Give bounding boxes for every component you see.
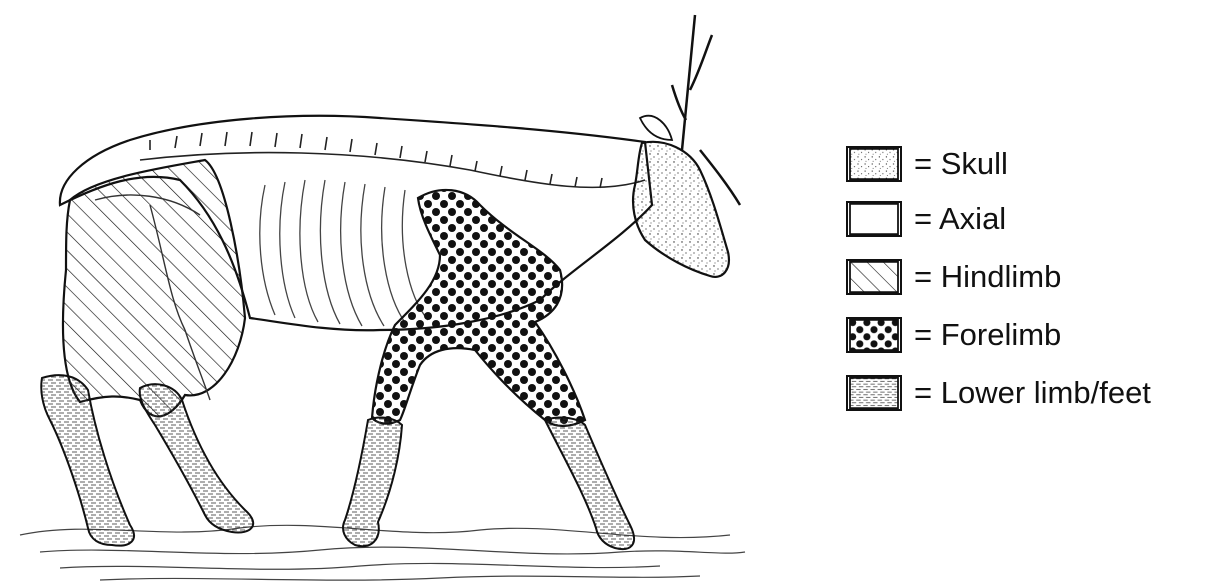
legend-item-lower-limb-feet: = Lower limb/feet bbox=[846, 371, 1151, 415]
axial-swatch bbox=[846, 201, 902, 237]
legend-item-axial: = Axial bbox=[846, 197, 1151, 241]
lower-limb-swatch bbox=[846, 375, 902, 411]
ear bbox=[640, 116, 672, 140]
hindlimb-region bbox=[63, 160, 245, 416]
legend-item-skull: = Skull bbox=[846, 142, 1151, 186]
legend-label-axial: = Axial bbox=[914, 201, 1006, 237]
skull-region bbox=[633, 142, 729, 277]
skull-swatch bbox=[846, 146, 902, 182]
hind-lower-limb-right bbox=[140, 384, 254, 532]
legend-item-forelimb: = Forelimb bbox=[846, 313, 1151, 357]
legend-label-hindlimb: = Hindlimb bbox=[914, 259, 1061, 295]
forelimb-swatch bbox=[846, 317, 902, 353]
legend-label-skull: = Skull bbox=[914, 146, 1008, 182]
legend: = Skull = Axial = Hindlimb = Forelimb = … bbox=[846, 142, 1151, 429]
legend-item-hindlimb: = Hindlimb bbox=[846, 255, 1151, 299]
legend-label-lower-limb-feet: = Lower limb/feet bbox=[914, 375, 1151, 411]
hind-lower-limb-left bbox=[41, 375, 134, 546]
legend-label-forelimb: = Forelimb bbox=[914, 317, 1061, 353]
fore-lower-limb-left bbox=[343, 418, 402, 547]
hindlimb-swatch bbox=[846, 259, 902, 295]
